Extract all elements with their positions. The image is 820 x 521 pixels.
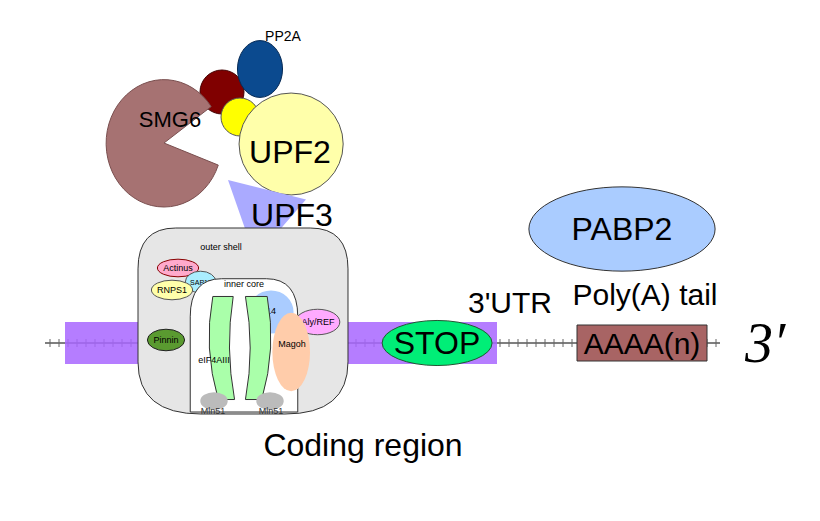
region-label: Poly(A) tail — [572, 280, 717, 310]
inner-core: inner coreY14MagoheIF4AIIIMln51Mln51 — [188, 276, 300, 412]
node-label: RNPS1 — [157, 286, 187, 295]
node-label: PP2A — [265, 29, 301, 43]
polya-tail: AAAA(n) — [577, 325, 707, 361]
node-label: Mln51 — [201, 407, 226, 416]
upf2-protein: UPF2 — [238, 92, 344, 196]
region-label: Coding region — [263, 429, 462, 461]
node-label: AAAA(n) — [584, 329, 701, 359]
pabp2-protein: PABP2 — [527, 186, 717, 272]
pp2a-subunit: PP2A — [237, 40, 283, 98]
tick-mark — [50, 339, 51, 347]
node-label: Pinnin — [153, 336, 178, 345]
tick-mark — [518, 339, 519, 347]
node-label: UPF2 — [249, 136, 331, 168]
tick-mark — [509, 339, 510, 347]
tick-mark — [716, 339, 717, 347]
eif4aiii-protein-outline — [206, 292, 274, 404]
rnps1-protein: RNPS1 — [151, 280, 193, 300]
node-label: STOP — [394, 327, 481, 359]
tick-mark — [527, 339, 528, 347]
smg6-protein-outline — [105, 78, 223, 208]
eif4aiii-protein: eIF4AIII — [206, 292, 274, 404]
tick-mark — [545, 339, 546, 347]
stop-codon: STOP — [381, 320, 493, 366]
tick-mark — [554, 339, 555, 347]
smg6-protein: SMG6 — [105, 78, 223, 208]
node-label: outer shell — [200, 243, 242, 252]
node-label: SMG6 — [139, 109, 201, 131]
tick-mark — [59, 339, 60, 347]
outer-shell: outer shellActinusSAP18RNPS1Aly/REFPinni… — [138, 228, 348, 414]
tick-mark — [572, 339, 573, 347]
end-label: 3′ — [745, 315, 785, 371]
node-label: PABP2 — [572, 213, 673, 245]
node-label: Actinus — [163, 264, 193, 273]
node-label: inner core — [224, 280, 264, 289]
mln51-protein: Mln51 — [200, 392, 228, 410]
magoh-protein: Magoh — [272, 312, 310, 392]
tick-mark — [563, 339, 564, 347]
magoh-protein-outline — [272, 312, 310, 392]
tick-mark — [536, 339, 537, 347]
region-label: 3'UTR — [468, 288, 552, 318]
node-label: eIF4AIII — [198, 356, 230, 365]
tick-mark — [500, 339, 501, 347]
pinnin-protein: Pinnin — [147, 329, 185, 351]
node-label: Magoh — [278, 340, 306, 349]
node-label: Aly/REF — [301, 318, 334, 327]
node-label: UPF3 — [251, 199, 333, 231]
mln51-protein: Mln51 — [256, 392, 284, 410]
node-label: Mln51 — [259, 407, 284, 416]
pp2a-subunit-outline — [237, 40, 283, 98]
